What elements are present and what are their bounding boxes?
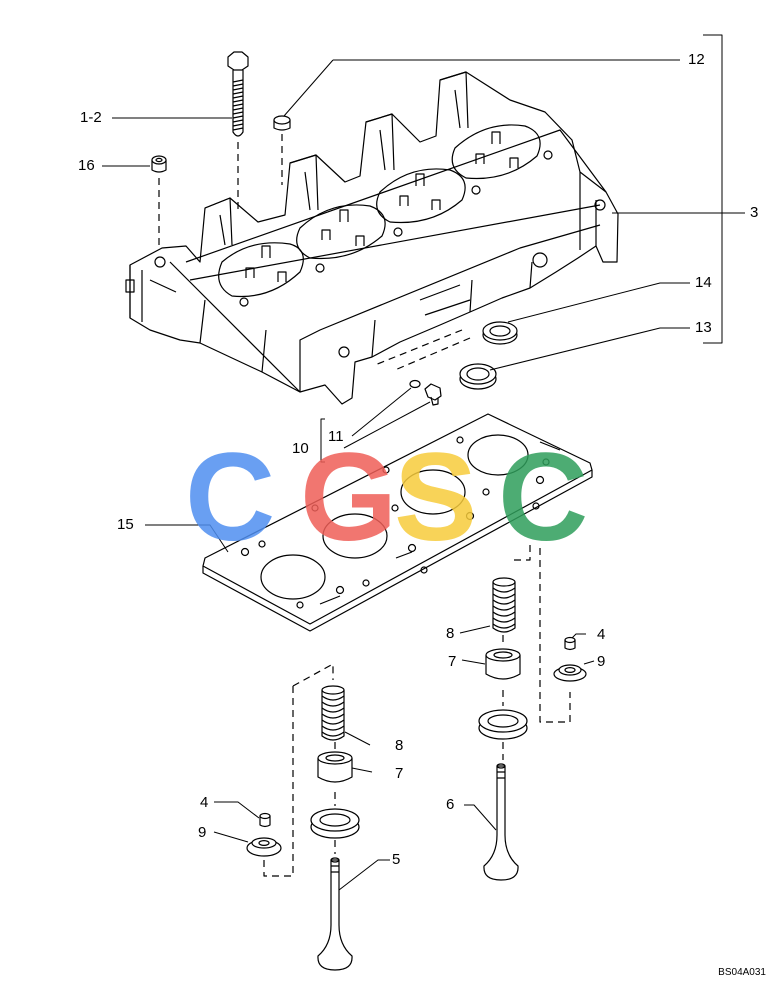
seal-14	[482, 321, 518, 345]
watermark-letter: S	[394, 428, 477, 567]
reference-code: BS04A031	[718, 967, 766, 978]
watermark-letter: C	[185, 428, 275, 567]
watermark-letter: C	[498, 428, 588, 567]
watermark-logo: C G S C	[185, 428, 588, 567]
callout-16: 16	[78, 157, 95, 174]
exhaust-valve	[483, 763, 519, 881]
valve-stem-seal-lower	[317, 751, 353, 783]
valve-cotter-upper	[564, 636, 576, 651]
valve-spring-lower	[321, 685, 345, 741]
head-bolt	[227, 51, 249, 137]
o-ring-11	[409, 379, 421, 389]
callout-9-lower: 9	[198, 824, 207, 841]
valve-retainer-lower	[246, 837, 282, 857]
callout-9-upper: 9	[597, 653, 606, 670]
callout-7-upper: 7	[448, 653, 457, 670]
callout-4-lower: 4	[200, 794, 209, 811]
valve-cotter-lower	[259, 812, 271, 828]
valve-stem-seal-upper	[485, 648, 521, 680]
valve-seat-lower	[310, 808, 360, 839]
callout-7-lower: 7	[395, 765, 404, 782]
valve-spring-upper	[492, 577, 516, 633]
callout-3: 3	[750, 204, 759, 221]
callout-1-2: 1-2	[80, 109, 102, 126]
callout-13: 13	[695, 319, 712, 336]
callout-10: 10	[292, 440, 309, 457]
callout-12: 12	[688, 51, 705, 68]
callout-6: 6	[446, 796, 455, 813]
callout-8-upper: 8	[446, 625, 455, 642]
seal-13	[459, 363, 497, 390]
cylinder-head	[125, 71, 619, 405]
cap-16	[151, 155, 167, 173]
callout-8-lower: 8	[395, 737, 404, 754]
valve-retainer-upper	[553, 664, 587, 682]
plug-12	[273, 115, 291, 131]
callout-5: 5	[392, 851, 401, 868]
callout-4-upper: 4	[597, 626, 606, 643]
leader-lines	[102, 34, 745, 891]
plug-10	[424, 383, 442, 406]
head-gasket	[202, 413, 593, 632]
callout-14: 14	[695, 274, 712, 291]
callout-15: 15	[117, 516, 134, 533]
callout-11: 11	[328, 428, 344, 445]
intake-valve	[317, 857, 353, 971]
valve-seat-upper	[478, 709, 528, 740]
watermark-letter: G	[300, 428, 397, 567]
